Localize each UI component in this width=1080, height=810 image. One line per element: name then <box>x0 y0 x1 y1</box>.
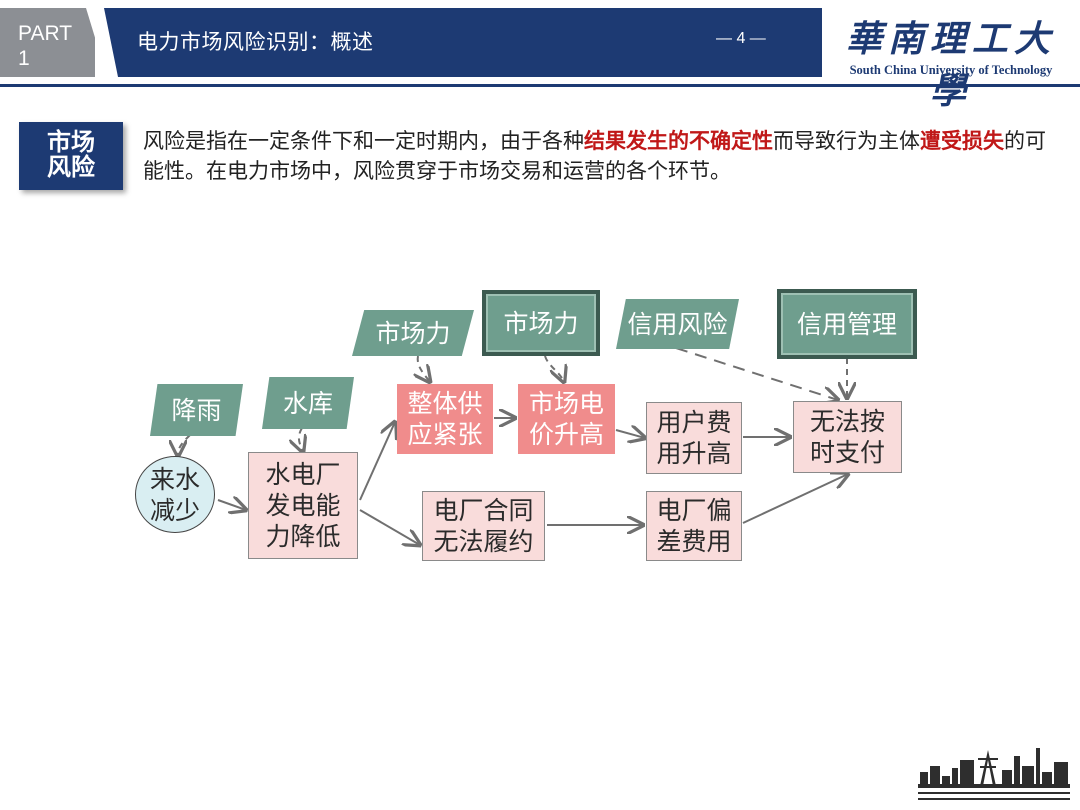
city-skyline-icon <box>918 748 1070 800</box>
intro-text-1: 风险是指在一定条件下和一定时期内，由于各种 <box>143 129 584 153</box>
node-reservoir-label: 水库 <box>282 388 333 418</box>
node-credit-risk-label: 信用风险 <box>627 309 728 339</box>
arrow-marketpower1-to-supply <box>418 355 430 382</box>
arrow-deviation-to-payment <box>742 474 848 524</box>
university-logo: 華南理工大學 <box>845 18 1056 112</box>
university-logo-english: South China University of Technology <box>849 63 1053 77</box>
node-cannot-pay: 无法按 时支付 <box>793 401 902 473</box>
node-rain-label: 降雨 <box>171 395 222 425</box>
tag-line-2: 风险 <box>47 153 95 181</box>
node-user-cost-rise-label: 用户费 用升高 <box>656 408 732 468</box>
arrow-rain-to-inflow <box>178 434 191 456</box>
node-price-rise-label: 市场电 价升高 <box>528 389 604 449</box>
node-market-power-right-label: 市场力 <box>503 308 579 338</box>
node-reservoir: 水库 <box>262 377 354 429</box>
node-credit-management: 信用管理 <box>777 289 917 359</box>
header-rule <box>0 84 1080 87</box>
risk-definition-text: 风险是指在一定条件下和一定时期内，由于各种结果发生的不确定性而导致行为主体遭受损… <box>143 126 1063 186</box>
market-risk-tag: 市场 风险 <box>19 122 123 190</box>
node-supply-tight: 整体供 应紧张 <box>397 384 493 454</box>
arrow-price-to-usercost <box>615 430 645 438</box>
node-market-power-left: 市场力 <box>352 310 474 356</box>
arrow-reservoir-to-hydro <box>299 427 303 452</box>
arrow-credit-risk-to-payment <box>675 347 838 400</box>
arrow-hydro-to-contract <box>359 509 420 545</box>
node-hydro-capacity-drop: 水电厂 发电能 力降低 <box>248 452 358 559</box>
intro-text-2: 而导致行为主体 <box>773 129 920 153</box>
arrow-inflow-to-hydro <box>217 500 246 510</box>
arrow-marketpower2-to-price <box>544 355 564 382</box>
node-supply-tight-label: 整体供 应紧张 <box>407 389 483 449</box>
node-inflow-decrease: 来水 减少 <box>135 456 215 533</box>
node-user-cost-rise: 用户费 用升高 <box>646 402 742 474</box>
node-price-rise: 市场电 价升高 <box>518 384 615 454</box>
node-contract-default: 电厂合同 无法履约 <box>422 491 545 561</box>
part-label: PART <box>18 22 73 45</box>
node-contract-default-label: 电厂合同 无法履约 <box>433 496 534 556</box>
node-hydro-capacity-drop-label: 水电厂 发电能 力降低 <box>265 460 341 551</box>
header-divider-slash <box>86 8 116 77</box>
intro-text-3: 的可能性。在电力市场中，风险贯穿于市场交易和运营的各个环节。 <box>143 129 1046 183</box>
node-inflow-decrease-label: 来水 减少 <box>149 464 200 525</box>
node-credit-risk: 信用风险 <box>616 299 739 349</box>
node-deviation-cost: 电厂偏 差费用 <box>646 491 742 561</box>
part-number: 1 <box>18 47 30 70</box>
part-badge: PART 1 <box>0 8 95 77</box>
node-market-power-right: 市场力 <box>482 290 600 356</box>
intro-highlight-loss: 遭受损失 <box>920 129 1004 153</box>
node-credit-management-label: 信用管理 <box>796 309 897 339</box>
node-market-power-left-label: 市场力 <box>375 318 451 348</box>
node-deviation-cost-label: 电厂偏 差费用 <box>656 496 732 556</box>
page-title: 电力市场风险识别：概述 <box>137 30 374 54</box>
header-bar <box>104 8 822 77</box>
page-number: — 4 — <box>716 30 766 47</box>
node-rain: 降雨 <box>150 384 243 436</box>
arrow-hydro-to-supply <box>359 422 395 501</box>
intro-highlight-uncertainty: 结果发生的不确定性 <box>584 129 773 153</box>
tag-line-1: 市场 <box>47 128 95 156</box>
node-cannot-pay-label: 无法按 时支付 <box>809 407 885 467</box>
